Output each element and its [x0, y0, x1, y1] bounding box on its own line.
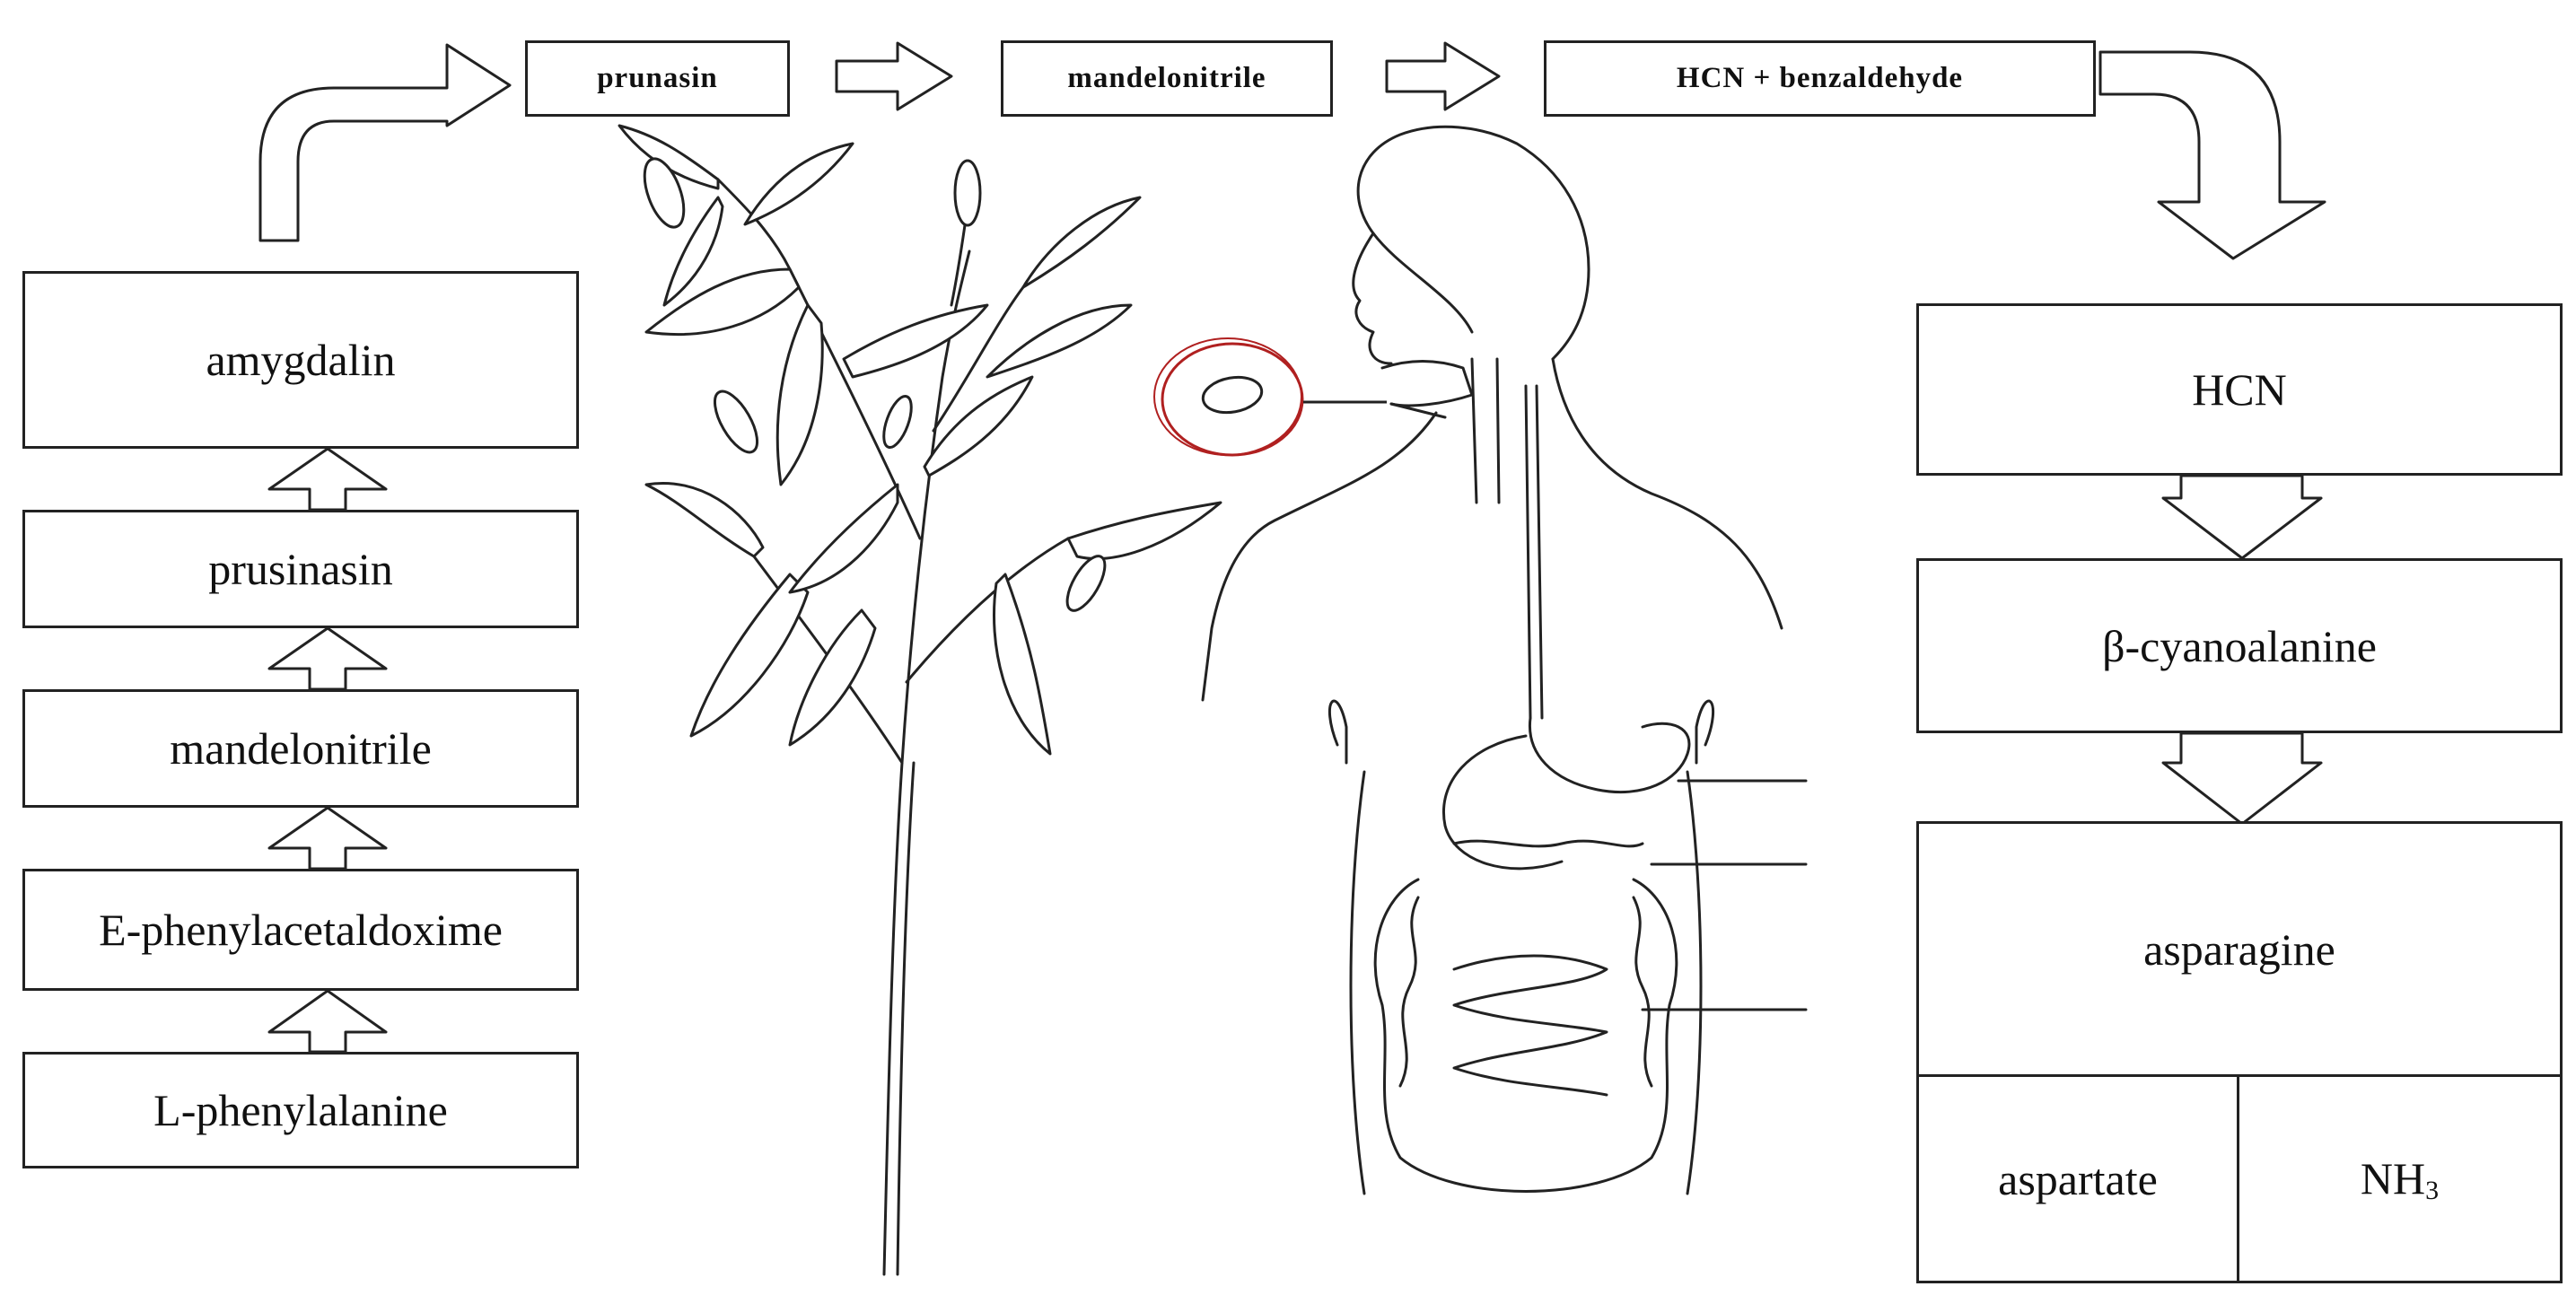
right-box-label: β-cyanoalanine	[2102, 620, 2377, 671]
left-box-mandelonitrile: mandelonitrile	[22, 689, 579, 808]
right-arrow-2	[1385, 41, 1501, 111]
right-box-asparagine: asparagine	[1916, 821, 2563, 1077]
left-box-amygdalin: amygdalin	[22, 271, 579, 449]
down-arrow-1	[2161, 474, 2323, 560]
human-digestive-illustration	[1201, 125, 1808, 1195]
right-arrow-1	[835, 41, 953, 111]
top-box-label: prunasin	[597, 62, 718, 94]
right-box-ammonia: NH3	[2237, 1074, 2563, 1283]
up-arrow-4	[267, 989, 388, 1054]
right-box-label: HCN	[2192, 364, 2287, 415]
up-arrow-1	[267, 447, 388, 512]
left-box-l-phenylalanine: L-phenylalanine	[22, 1052, 579, 1168]
curved-arrow-to-hcn	[2098, 50, 2326, 260]
right-box-label: aspartate	[1998, 1153, 2158, 1204]
left-box-label: prusinasin	[208, 544, 393, 594]
left-box-label: E-phenylacetaldoxime	[99, 905, 503, 955]
ammonia-base: NH	[2360, 1152, 2426, 1203]
left-box-label: amygdalin	[206, 335, 396, 385]
right-box-hcn: HCN	[1916, 303, 2563, 476]
right-box-cyanoalanine: β-cyanoalanine	[1916, 558, 2563, 733]
ammonia-subscript: 3	[2425, 1175, 2440, 1205]
top-box-mandelonitrile: mandelonitrile	[1001, 40, 1333, 117]
down-arrow-2	[2161, 731, 2323, 826]
seed-circle	[1153, 337, 1387, 457]
plant-illustration	[618, 124, 1222, 1276]
top-box-prunasin: prunasin	[525, 40, 790, 117]
up-arrow-3	[267, 806, 388, 871]
right-box-aspartate: aspartate	[1916, 1074, 2239, 1283]
top-box-hcn-benzaldehyde: HCN + benzaldehyde	[1544, 40, 2096, 117]
left-box-label: mandelonitrile	[170, 723, 432, 774]
curved-arrow-amygdalin-to-prunasin	[258, 43, 512, 242]
left-box-e-phenylacetaldoxime: E-phenylacetaldoxime	[22, 869, 579, 991]
left-box-prusinasin: prusinasin	[22, 510, 579, 628]
top-box-label: mandelonitrile	[1067, 62, 1266, 94]
up-arrow-2	[267, 626, 388, 691]
seed	[1201, 375, 1264, 415]
top-box-label: HCN + benzaldehyde	[1676, 62, 1964, 94]
left-box-label: L-phenylalanine	[153, 1085, 448, 1135]
right-box-label: asparagine	[2143, 923, 2335, 975]
ammonia-label: NH3	[2361, 1152, 2439, 1206]
